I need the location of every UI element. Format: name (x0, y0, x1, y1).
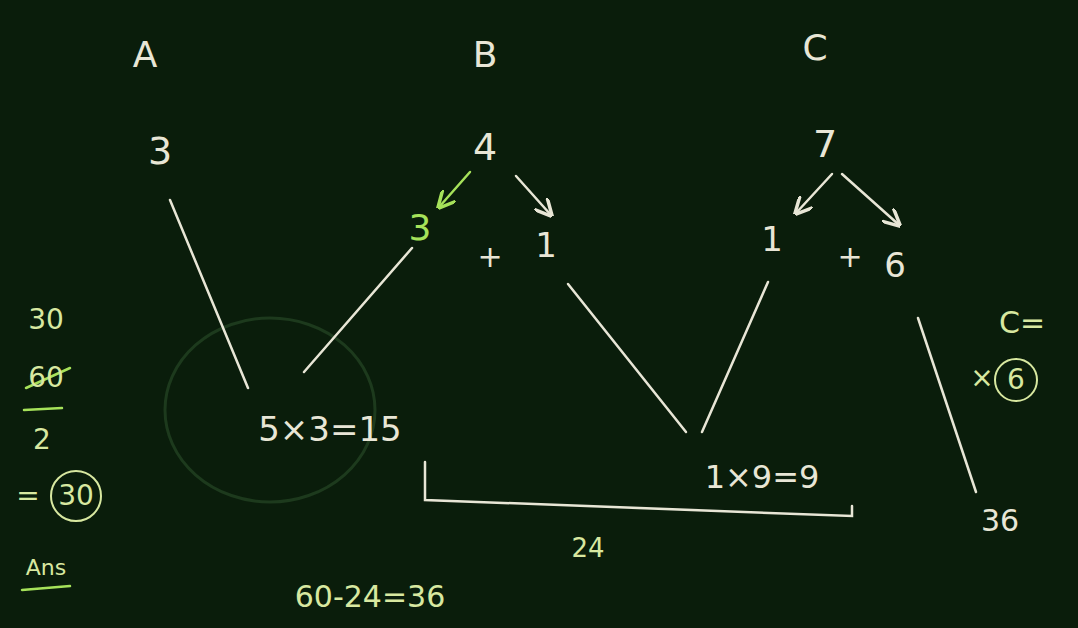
column-letter: C (802, 28, 827, 68)
number: 30 (28, 305, 64, 336)
faint-circle (165, 318, 375, 502)
chalk-line (918, 318, 976, 492)
equation: 5×3=15 (258, 411, 402, 448)
circled-number: 6 (994, 358, 1038, 402)
equation: 1×9=9 (705, 460, 820, 495)
number: 60 (28, 363, 64, 394)
arrow (440, 172, 470, 206)
arrow (842, 174, 898, 224)
chalk-line (170, 200, 248, 388)
answer-tag: Ans (26, 556, 66, 580)
number: 2 (33, 425, 51, 456)
circled-number: 30 (50, 470, 102, 522)
note: C= (999, 306, 1045, 339)
column-letter: A (133, 35, 158, 75)
chalk-line (568, 284, 686, 432)
operator: + (477, 240, 502, 273)
number: 3 (148, 131, 172, 173)
number: 4 (473, 127, 497, 169)
operator: + (837, 240, 862, 273)
number: 1 (761, 221, 783, 258)
number: 24 (571, 534, 604, 563)
number: 1 (535, 227, 557, 264)
arrow (797, 174, 832, 212)
circled-text: 30 (58, 482, 94, 510)
chalk-line (702, 282, 768, 432)
underline (22, 586, 70, 590)
chalk-line (304, 248, 412, 372)
equation: 60-24=36 (295, 580, 445, 613)
operator: = (16, 481, 39, 512)
number: 6 (884, 247, 906, 284)
number: 7 (813, 124, 837, 166)
arrow (516, 176, 550, 214)
number: 3 (409, 208, 432, 248)
circled-text: 6 (1007, 366, 1025, 394)
result: 36 (981, 504, 1019, 537)
operator: × (970, 363, 993, 394)
column-letter: B (473, 35, 498, 75)
fraction-bar (24, 408, 62, 410)
